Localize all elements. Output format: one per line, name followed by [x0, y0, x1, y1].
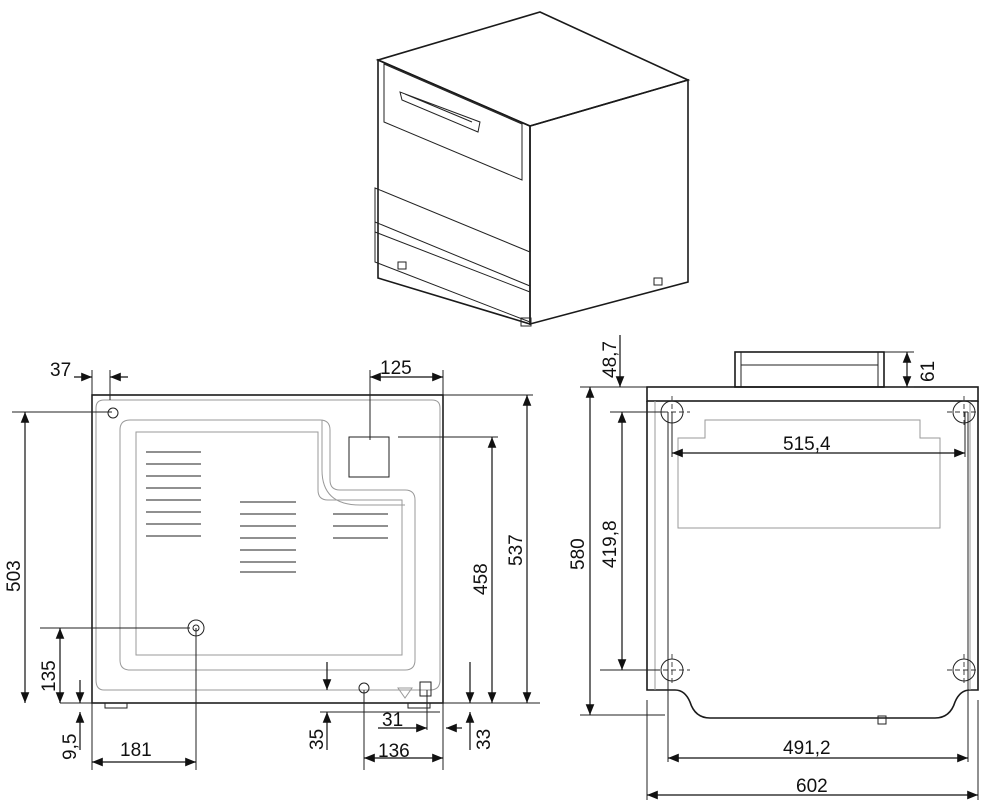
dim-537: 537 [506, 534, 527, 566]
dim-9-5: 9,5 [60, 734, 81, 760]
oven-foot [653, 277, 663, 286]
oven-top-view [646, 351, 979, 725]
dim-181: 181 [120, 740, 152, 761]
oven-door-panel [383, 63, 523, 181]
rear-body [91, 394, 444, 704]
dim-503: 503 [4, 560, 25, 592]
dimension-labels: 37 125 503 458 537 135 9,5 181 35 31 136… [4, 341, 939, 797]
dim-37: 37 [50, 360, 71, 381]
dim-31: 31 [382, 710, 403, 731]
vent-slots-right [333, 513, 388, 539]
dim-458: 458 [471, 563, 492, 595]
dim-491-2: 491,2 [783, 738, 831, 759]
dim-48-7: 48,7 [600, 341, 621, 378]
oven-rear-view [91, 394, 444, 709]
top-handle [734, 351, 885, 388]
vent-slots-left [146, 451, 201, 537]
dim-35: 35 [307, 729, 328, 750]
top-front-panel [646, 386, 979, 402]
vent-slots-center [240, 501, 296, 573]
dim-61: 61 [918, 361, 939, 382]
dim-136: 136 [378, 741, 410, 762]
rear-exhaust-outlet [348, 436, 390, 478]
power-connector-icon [419, 681, 432, 697]
oven-side-face [529, 78, 689, 326]
dim-419-8: 419,8 [600, 520, 621, 568]
oven-handle [399, 91, 481, 133]
oven-top-face [375, 11, 691, 127]
oven-isometric-view [374, 11, 691, 327]
earth-symbol-icon [397, 687, 413, 699]
dim-135: 135 [39, 660, 60, 692]
dim-580: 580 [568, 538, 589, 570]
dim-515-4: 515,4 [783, 434, 831, 455]
rear-hole-icon [107, 407, 119, 419]
dim-33: 33 [474, 729, 495, 750]
dim-125: 125 [380, 358, 412, 379]
oven-foot [397, 261, 407, 270]
oven-front-face [377, 58, 531, 326]
oven-foot [520, 317, 532, 327]
dim-602: 602 [796, 776, 828, 797]
